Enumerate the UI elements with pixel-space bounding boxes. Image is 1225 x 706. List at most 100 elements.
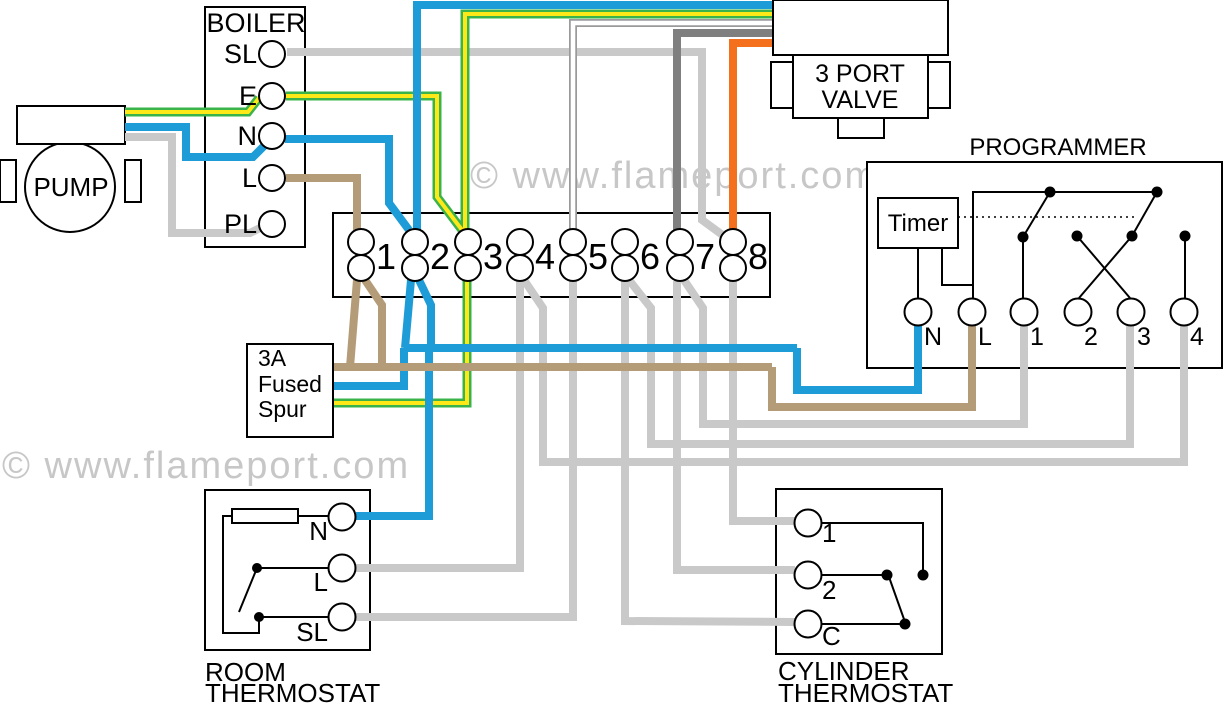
fused-spur-line1: 3A (258, 345, 287, 371)
cylstat-label-c: C (822, 621, 841, 651)
roomstat-resistor (231, 508, 299, 524)
programmer-label-n: N (924, 323, 942, 351)
valve-left-tab (770, 61, 794, 109)
wire-t6-to-cylstat-c (621, 281, 796, 626)
programmer-label-3: 3 (1137, 323, 1151, 351)
three-port-valve-body (770, 52, 951, 139)
wire-blue-boiler-n-to-t2 (285, 135, 413, 233)
strip-label-3: 3 (483, 236, 503, 277)
valve-orange-wire (729, 39, 773, 230)
strip-t6-bottom (611, 254, 639, 282)
wire-blue-pump-to-boiler-n (125, 123, 269, 161)
strip-t7-top (666, 228, 694, 256)
programmer-box (866, 161, 1223, 369)
programmer-label-2: 2 (1084, 323, 1098, 351)
wire-earth-valve-to-t3 (463, 12, 773, 230)
wire-valve-white-to-t5 (570, 20, 773, 230)
strip-t2-bottom (401, 254, 429, 282)
programmer-label-1: 1 (1030, 323, 1044, 351)
programmer-terminal-3 (1116, 297, 1146, 327)
strip-label-1: 1 (376, 236, 396, 277)
pump-body (0, 105, 142, 233)
strip-label-8: 8 (748, 236, 768, 277)
roomstat-terminal-l (327, 553, 357, 583)
boiler-terminal-sl (258, 40, 286, 68)
boiler-label-pl: PL (224, 209, 257, 239)
pump-left-tab (0, 159, 17, 203)
strip-t6-top (611, 228, 639, 256)
valve-label-line1: 3 PORT (815, 60, 905, 88)
programmer-terminals (903, 297, 1199, 327)
wire-pump-to-boiler-pl (125, 133, 264, 237)
wire-blue-valve-to-t2 (413, 1, 773, 230)
roomstat-label-l: L (314, 567, 328, 597)
programmer-switch-arm-1 (1022, 191, 1051, 238)
blue-wires (125, 1, 922, 520)
wire-t7-to-cylstat-2 (673, 281, 795, 574)
strip-t5-top (559, 228, 587, 256)
programmer-switch-arm-2 (1131, 191, 1158, 237)
wire-tan-boiler-l-to-t1 (286, 174, 361, 230)
wire-earth-boiler-e-to-t3 (286, 94, 464, 232)
wire-earth-pump-to-boiler-e (125, 96, 261, 114)
roomstat-label-n: N (309, 516, 328, 546)
junction-strip-numbers: 1 2 3 4 5 6 7 8 (376, 236, 768, 277)
roomstat-label-sl: SL (296, 617, 328, 647)
boiler-title: BOILER (206, 8, 305, 38)
valve-body-box (792, 52, 929, 119)
roomstat-terminal-sl (327, 602, 357, 632)
strip-label-2: 2 (430, 236, 450, 277)
boiler-label-n: N (238, 121, 258, 151)
wire-t7-to-programmer-1 (680, 277, 1028, 428)
strip-t8-top (719, 228, 747, 256)
fused-spur-line3: Spur (258, 396, 307, 422)
strip-label-6: 6 (640, 236, 660, 277)
strip-t1-top (347, 228, 375, 256)
fused-spur-box (246, 343, 334, 438)
cylstat-label-1: 1 (822, 518, 836, 548)
strip-t5-bottom (559, 254, 587, 282)
wire-valve-orange-to-t8 (729, 39, 773, 230)
pump-right-tab (124, 159, 142, 203)
programmer-terminal-l (957, 297, 987, 327)
strip-label-4: 4 (535, 236, 555, 277)
strip-t3-top (454, 228, 482, 256)
grey-wires (125, 48, 1188, 626)
cylstat-terminal-2 (793, 560, 823, 590)
strip-t4-bottom (506, 254, 534, 282)
pump-label: PUMP (33, 172, 108, 202)
strip-t3-bottom (454, 254, 482, 282)
strip-label-7: 7 (695, 236, 715, 277)
cylstat-internals (821, 522, 929, 630)
programmer-label-l: L (978, 323, 992, 351)
wire-blue-to-roomstat-n (356, 348, 433, 520)
roomstat-terminals (327, 502, 357, 632)
wire-blue-to-programmer-n (793, 326, 922, 394)
boiler-terminal-pl (258, 210, 286, 238)
tan-wires (286, 174, 976, 411)
cylstat-switch-arm (888, 576, 906, 623)
strip-t8-bottom (719, 254, 747, 282)
wire-t5-to-roomstat-sl (356, 281, 577, 621)
roomstat-title-line2: THERMOSTAT (205, 678, 380, 706)
roomstat-switch-arm (238, 567, 258, 613)
boiler-terminal-e (258, 82, 286, 110)
programmer-terminal-2 (1063, 297, 1093, 327)
boiler-box (204, 6, 306, 248)
strip-t4-top (506, 228, 534, 256)
strip-t7-bottom (666, 254, 694, 282)
wire-tan-to-programmer-l (768, 326, 976, 411)
junction-strip-terminals (347, 228, 747, 282)
valve-right-tab (927, 61, 951, 109)
strip-t2-top (401, 228, 429, 256)
programmer-title: PROGRAMMER (969, 134, 1146, 161)
wire-earth-t3-to-spur (333, 281, 469, 405)
boiler-terminal-l (258, 164, 286, 192)
cylstat-title-line1: CYLINDER (778, 656, 909, 686)
wire-valve-grey-to-t7 (673, 29, 773, 230)
wire-t8-to-cylstat-1 (729, 281, 795, 525)
cylstat-terminals (793, 508, 823, 639)
cylstat-label-2: 2 (822, 575, 836, 605)
fused-spur-line2: Fused (258, 371, 322, 397)
